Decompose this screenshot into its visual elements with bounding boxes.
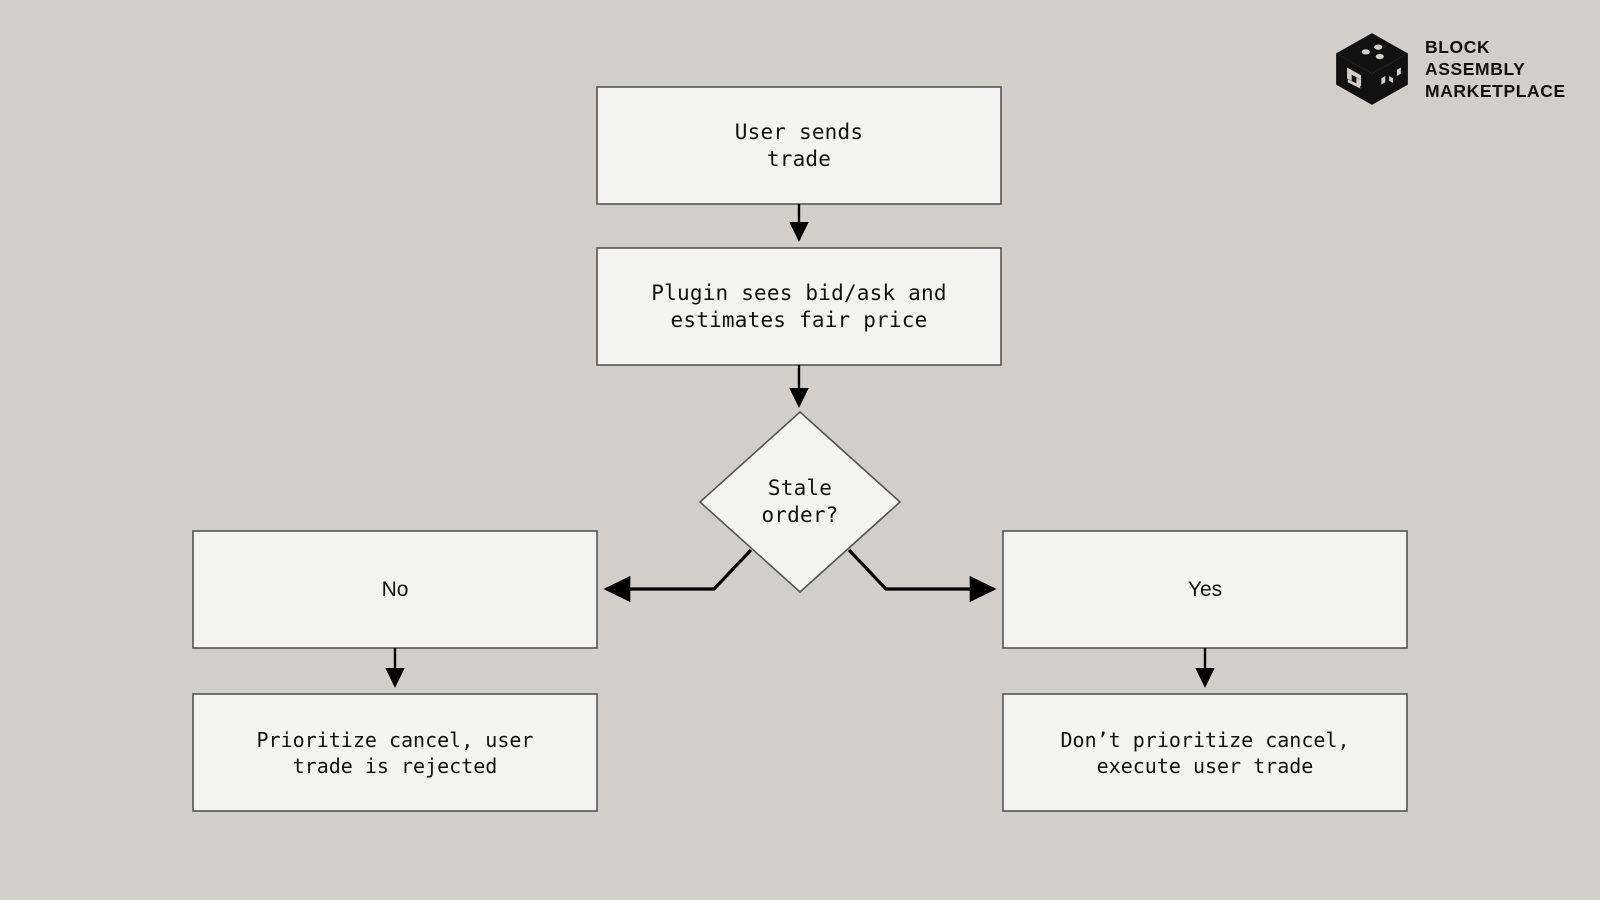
node-yes-shape <box>1002 530 1408 649</box>
node-reject-shape <box>192 693 598 812</box>
node-plugin-shape <box>596 247 1002 366</box>
edge-decision-to-no <box>603 548 753 603</box>
bam-cube-icon <box>1336 33 1408 105</box>
brand-line-1: BLOCK <box>1425 37 1491 57</box>
brand-line-3: MARKETPLACE <box>1425 81 1566 101</box>
node-start-shape <box>596 86 1002 205</box>
node-execute-shape <box>1002 693 1408 812</box>
brand-wordmark: BLOCK ASSEMBLY MARKETPLACE <box>1425 36 1566 102</box>
brand-logo: BLOCK ASSEMBLY MARKETPLACE <box>1333 30 1566 108</box>
node-decision-shape <box>698 410 902 594</box>
edge-decision-to-yes <box>847 548 997 603</box>
brand-line-2: ASSEMBLY <box>1425 59 1526 79</box>
node-no-shape <box>192 530 598 649</box>
